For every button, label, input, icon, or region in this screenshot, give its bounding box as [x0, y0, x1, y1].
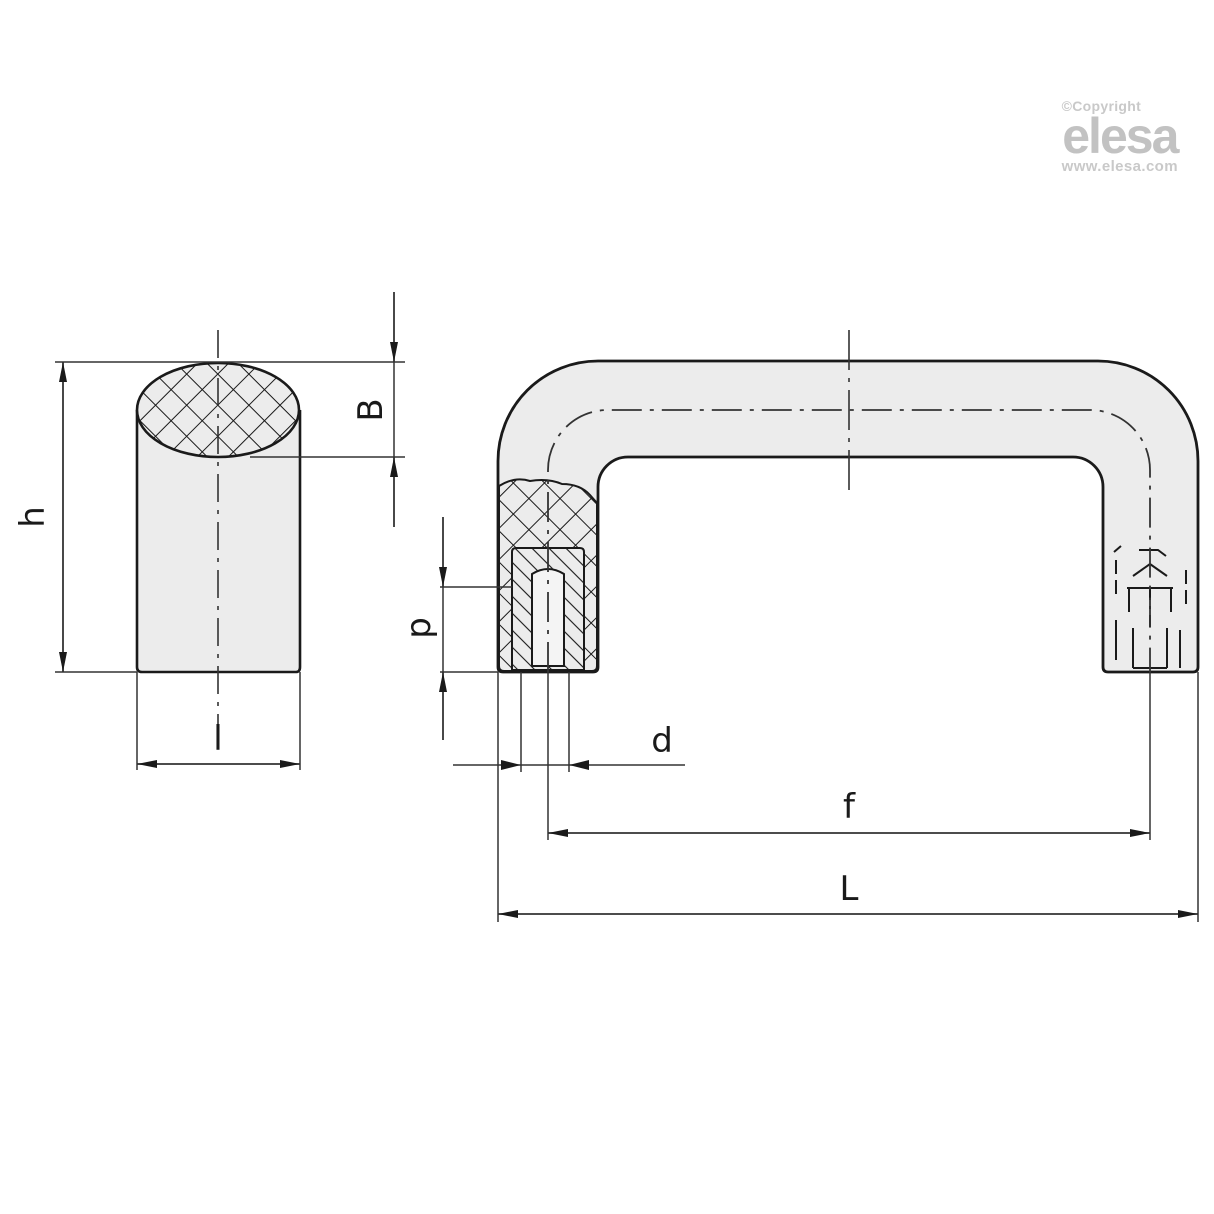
dim-l-label: l [213, 719, 222, 759]
handle-centerline [547, 409, 1151, 672]
dim-p-label: p [399, 617, 439, 639]
dim-d-label: d [651, 721, 673, 761]
front-view: p d f L [399, 330, 1200, 922]
dim-L-label: L [840, 869, 859, 909]
dim-f-label: f [843, 787, 856, 827]
dim-h-label: h [13, 506, 53, 528]
side-view: h l B [13, 292, 405, 770]
brand-logo: elesa [1062, 108, 1179, 164]
website-url: www.elesa.com [1061, 158, 1178, 175]
cross-section-ellipse [135, 361, 301, 459]
handle-body [496, 359, 1200, 674]
dim-b-label: B [351, 398, 391, 421]
copyright-text: ©Copyright [1061, 98, 1142, 114]
elesa-watermark: ©Copyright elesa www.elesa.com [1061, 98, 1180, 175]
